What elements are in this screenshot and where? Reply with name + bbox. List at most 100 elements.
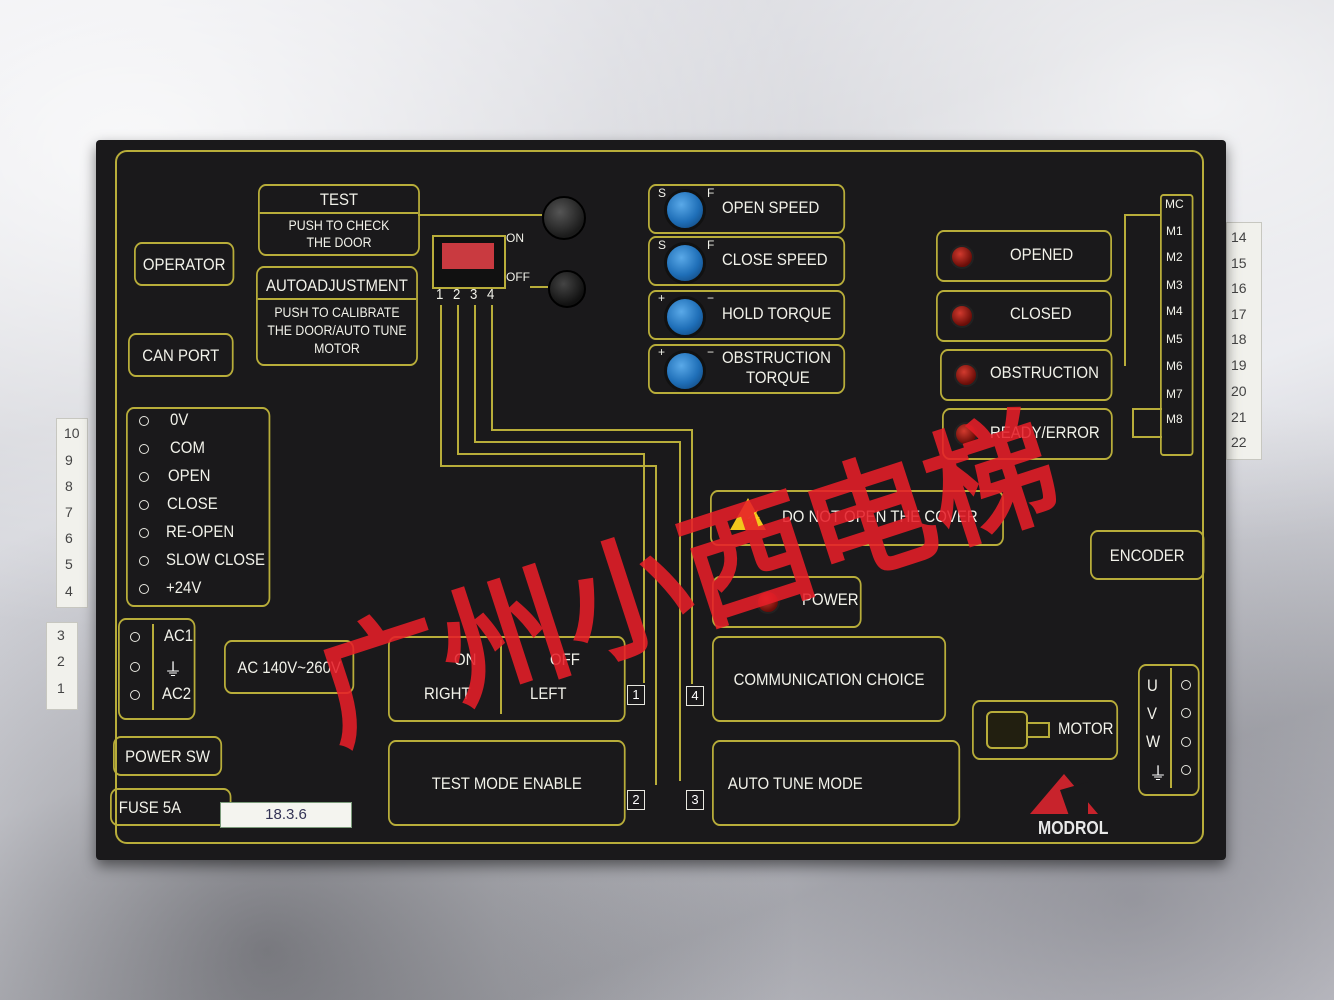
io-terminal-box [126, 407, 271, 607]
warning-box [710, 490, 1004, 546]
auto-tune-mode-label: AUTO TUNE MODE [727, 773, 863, 793]
dip-switch[interactable] [432, 235, 506, 289]
motor-icon [986, 711, 1028, 749]
obstruction-torque-knob[interactable] [664, 350, 706, 392]
auto-tune-mode-box: AUTO TUNE MODE [712, 740, 961, 826]
relay-terminal-block [1160, 194, 1194, 456]
ground-icon: ⏚ [1149, 764, 1167, 784]
communication-choice-box: COMMUNICATION CHOICE [712, 636, 947, 722]
test-subtitle: PUSH TO CHECK THE DOOR [288, 216, 390, 250]
fuse-label: FUSE 5A [110, 788, 232, 826]
hold-torque-knob[interactable] [664, 296, 706, 338]
opened-led [950, 245, 974, 269]
dip-num: 1 [436, 286, 444, 303]
switch-num: 1 [627, 685, 645, 705]
relay-label: M6 [1166, 359, 1183, 373]
autoadjust-subtitle: PUSH TO CALIBRATE THE DOOR/AUTO TUNE MOT… [267, 303, 407, 356]
front-panel-border [115, 150, 1204, 844]
right-relay-connector [1226, 222, 1262, 460]
io-label: COM [170, 438, 205, 457]
conn-num: 19 [1231, 357, 1247, 373]
obstruction-box [940, 349, 1113, 401]
relay-label: M1 [1166, 224, 1183, 238]
knob-mark: + [658, 345, 666, 359]
ground-icon: ⏚ [164, 660, 182, 680]
conn-num: 4 [65, 583, 73, 599]
hold-torque-label: HOLD TORQUE [722, 304, 832, 323]
ac-range-label: AC 140V~260V [224, 640, 355, 694]
ready-error-led [954, 422, 978, 446]
conn-num: 14 [1231, 229, 1247, 245]
io-label: OPEN [168, 466, 211, 485]
io-label: RE-OPEN [166, 522, 235, 541]
dir-off-label: OFF [550, 650, 580, 669]
date-sticker: 18.3.6 [220, 802, 352, 828]
dir-left-label: LEFT [530, 684, 567, 703]
motor-shaft-icon [1026, 722, 1050, 738]
obstruction-torque-label-2: TORQUE [746, 368, 810, 387]
obstruction-torque-label-1: OBSTRUCTION [722, 348, 831, 367]
knob-mark: + [658, 291, 666, 305]
knob-mark: S [658, 238, 667, 252]
dip-off-label: OFF [506, 270, 530, 284]
hold-torque-box [648, 290, 846, 340]
opened-label: OPENED [1010, 245, 1074, 264]
motor-label: MOTOR [1058, 719, 1114, 738]
open-speed-label: OPEN SPEED [722, 198, 820, 217]
uvw-terminal-box [1138, 664, 1200, 796]
encoder-label: ENCODER [1090, 530, 1205, 580]
uvw-label: W [1146, 732, 1161, 751]
conn-num: 7 [65, 504, 73, 520]
conn-num: 6 [65, 530, 73, 546]
conn-num: 3 [57, 627, 65, 643]
relay-label: M4 [1166, 304, 1183, 318]
close-speed-knob[interactable] [664, 242, 706, 284]
relay-label: M8 [1166, 412, 1183, 426]
obstruction-label: OBSTRUCTION [990, 363, 1099, 382]
closed-led [950, 304, 974, 328]
open-speed-knob[interactable] [664, 189, 706, 231]
autoadjust-title: AUTOADJUSTMENT [266, 275, 408, 295]
test-mode-enable-box: TEST MODE ENABLE [388, 740, 626, 826]
dir-right-label: RIGHT [424, 684, 471, 703]
autoadjust-push-button[interactable] [548, 270, 586, 308]
knob-mark: F [707, 186, 715, 200]
conn-num: 5 [65, 556, 73, 572]
switch-num: 2 [627, 790, 645, 810]
power-box [712, 576, 862, 628]
io-label: 0V [170, 410, 189, 429]
high-voltage-warning-icon [730, 498, 766, 530]
test-box: TEST PUSH TO CHECK THE DOOR [258, 184, 420, 256]
conn-num: 22 [1231, 434, 1247, 450]
controller-enclosure [96, 140, 1226, 860]
close-speed-label: CLOSE SPEED [722, 250, 828, 269]
dip-num: 3 [470, 286, 478, 303]
relay-label: M7 [1166, 387, 1183, 401]
conn-num: 18 [1231, 331, 1247, 347]
direction-switch-box [388, 636, 626, 722]
brand-name: MODROL [1038, 818, 1109, 838]
power-switch-label: POWER SW [113, 736, 223, 776]
knob-mark: − [707, 291, 715, 305]
warning-label: DO NOT OPEN THE COVER [782, 507, 978, 526]
dip-on-label: ON [506, 231, 524, 245]
open-speed-box [648, 184, 846, 234]
conn-num: 20 [1231, 383, 1247, 399]
close-speed-box [648, 236, 846, 286]
uvw-label: U [1147, 676, 1158, 695]
opened-box [936, 230, 1112, 282]
knob-mark: S [658, 186, 667, 200]
closed-label: CLOSED [1010, 304, 1072, 323]
motor-box [972, 700, 1119, 760]
test-push-button[interactable] [542, 196, 586, 240]
conn-num: 1 [57, 680, 65, 696]
relay-label: M3 [1166, 278, 1183, 292]
io-label: +24V [166, 578, 202, 597]
ready-error-label: READY/ERROR [990, 423, 1100, 442]
dir-on-label: ON [454, 650, 477, 669]
obstruction-led [954, 363, 978, 387]
power-label: POWER [802, 590, 859, 609]
power-connector [46, 622, 78, 710]
date-sticker-text: 18.3.6 [265, 806, 307, 823]
conn-num: 21 [1231, 409, 1247, 425]
